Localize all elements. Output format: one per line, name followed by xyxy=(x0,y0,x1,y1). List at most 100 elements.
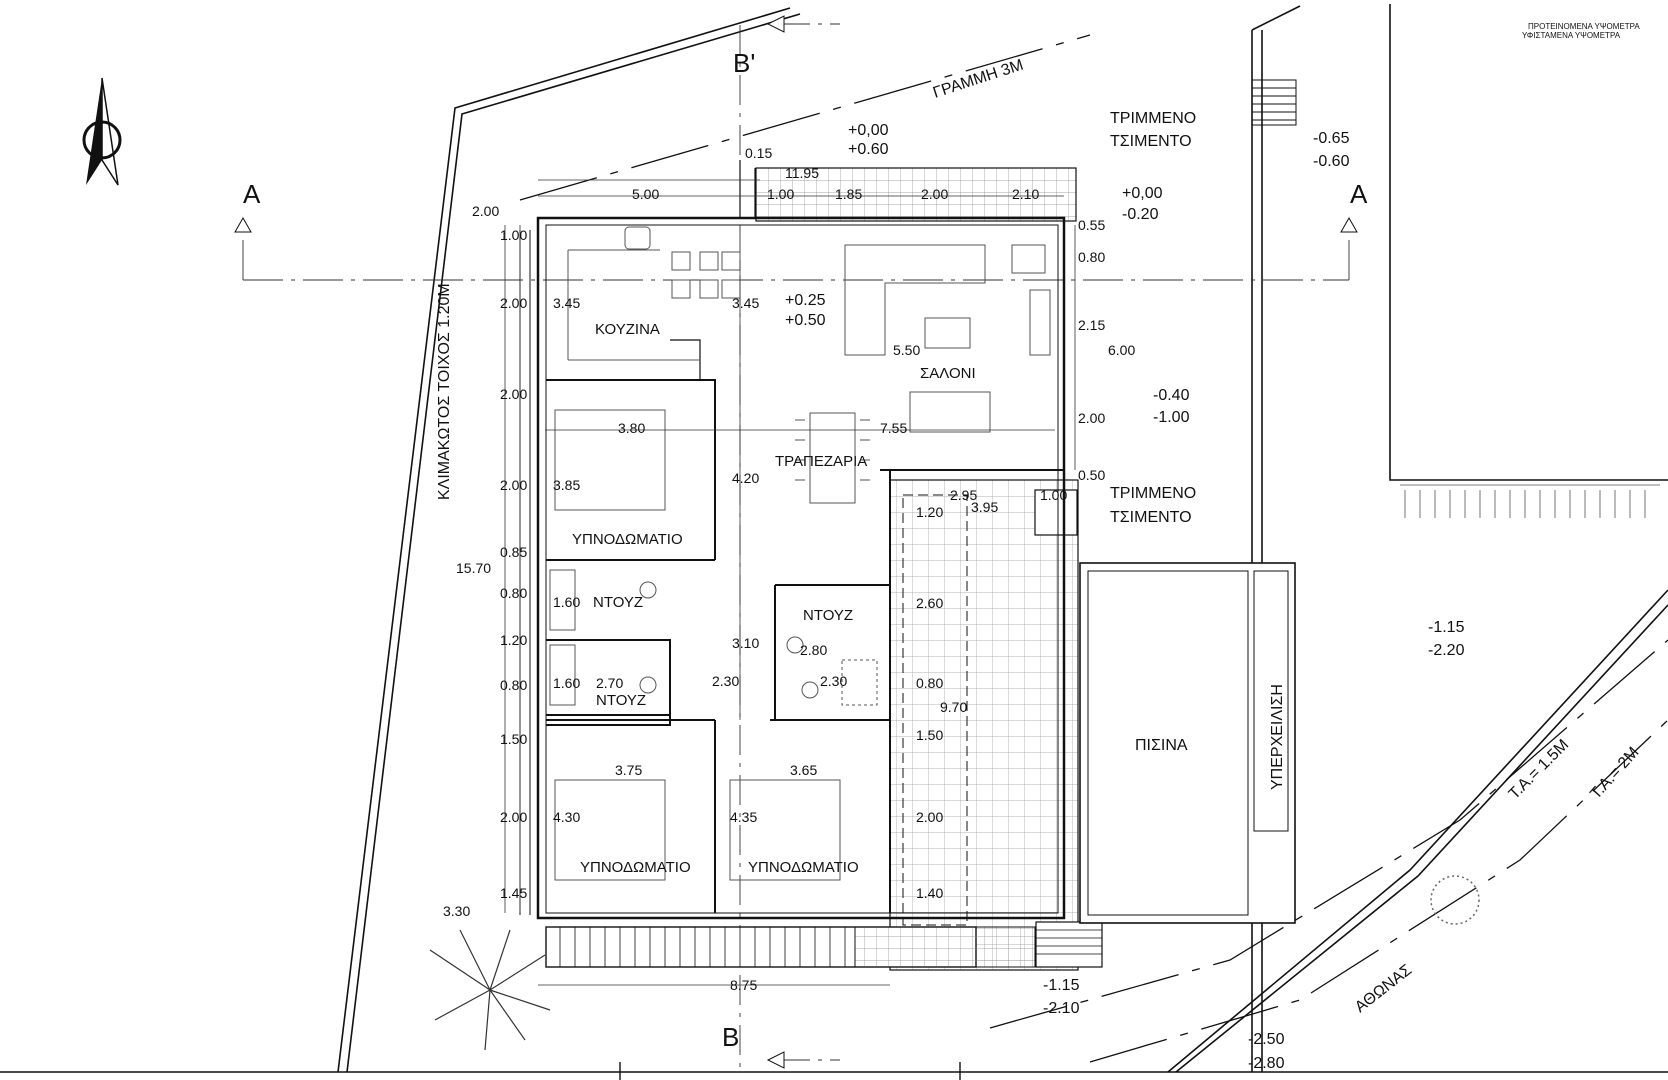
shrub-icon xyxy=(1430,875,1480,925)
elevation-legend: ΠΡΟΤΕΙΝΟΜΕΝΑ ΥΨΟΜΕΤΡΑ ΥΦΙΣΤΑΜΕΝΑ ΥΨΟΜΕΤΡ… xyxy=(1522,22,1640,40)
dim-text: 1.50 xyxy=(500,731,527,747)
setback-2-label: Τ.Α.= 2Μ xyxy=(1587,744,1642,803)
cement-mid-label-2: ΤΣΙΜΕΝΤΟ xyxy=(1110,509,1192,526)
section-line-a xyxy=(242,230,1350,281)
level-road-top: -2.50 xyxy=(1248,1031,1285,1048)
dim-text: 2.60 xyxy=(916,595,943,611)
ne-stair xyxy=(1251,79,1297,126)
dim-text: 1.00 xyxy=(500,227,527,243)
furniture xyxy=(549,226,1051,881)
legend-proposed: ΠΡΟΤΕΙΝΟΜΕΝΑ ΥΨΟΜΕΤΡΑ xyxy=(1528,22,1640,31)
dim-text: 3.80 xyxy=(618,420,645,436)
dim-text: 2.00 xyxy=(500,386,527,402)
dim-text: 2.80 xyxy=(800,642,827,658)
dim-text: 2.00 xyxy=(500,295,527,311)
dim-text: 0.15 xyxy=(745,145,772,161)
room-bedroom-2-label: ΥΠΝΟΔΩΜΑΤΙΟ xyxy=(580,859,691,876)
dim-text: 1.20 xyxy=(500,632,527,648)
level-house-top: +0.25 xyxy=(785,292,826,309)
dim-text: 1.45 xyxy=(500,885,527,901)
dim-text: 2.95 xyxy=(950,487,977,503)
dim-text: 8.75 xyxy=(730,977,757,993)
dim-text: 0.55 xyxy=(1078,217,1105,233)
dim-text: 1.00 xyxy=(767,186,794,202)
level-entrance-bottom: +0.60 xyxy=(848,141,889,158)
level-garden-bottom: -2.20 xyxy=(1428,642,1465,659)
room-bedroom-3-label: ΥΠΝΟΔΩΜΑΤΙΟ xyxy=(748,859,859,876)
level-marks: +0,00 +0.60 +0.25 +0.50 +0,00 -0.20 -0.6… xyxy=(785,122,1465,1072)
dim-text: 0.80 xyxy=(1078,249,1105,265)
se-steps-treads xyxy=(1036,929,1102,955)
level-garden-top: -1.15 xyxy=(1428,619,1465,636)
overflow-channel xyxy=(1253,570,1289,832)
dim-text: 3.65 xyxy=(790,762,817,778)
road-name-label: ΑΘΩΝΑΣ xyxy=(1352,962,1415,1017)
dim-text: 11.95 xyxy=(785,165,819,181)
south-steps-treads xyxy=(559,927,846,967)
dim-text: 1.40 xyxy=(916,885,943,901)
dim-text: 1.50 xyxy=(916,727,943,743)
level-road-bottom: -2.80 xyxy=(1248,1055,1285,1072)
dim-text: 2.00 xyxy=(916,809,943,825)
dim-text: 2.10 xyxy=(1012,186,1039,202)
dim-text: 0.50 xyxy=(1078,467,1105,483)
dim-text: 1.60 xyxy=(553,675,580,691)
pool xyxy=(1079,562,1296,924)
top-terrace xyxy=(755,167,1077,222)
section-arrow-icon xyxy=(766,15,785,33)
north-arrow-icon xyxy=(82,77,122,186)
dim-text: 3.45 xyxy=(553,295,580,311)
stepped-wall-label: ΚΛΙΜΑΚΩΤΟΣ ΤΟΙΧΟΣ 1.20Μ xyxy=(436,283,453,500)
section-marker-a-right: A xyxy=(1350,179,1368,209)
dim-text: 1.60 xyxy=(553,594,580,610)
dim-text: 4.35 xyxy=(730,809,757,825)
pergola-frame xyxy=(902,494,968,926)
overflow-label: ΥΠΕΡΧΕΙΛΙΣΗ xyxy=(1269,684,1286,790)
section-arrow-icon xyxy=(234,216,252,233)
dim-text: 0.80 xyxy=(500,585,527,601)
section-arrow-icon xyxy=(1340,216,1358,233)
line-3m-label: ΓΡΑΜΜΗ 3Μ xyxy=(931,57,1026,102)
dim-text: 2.30 xyxy=(712,673,739,689)
dim-text: 2.30 xyxy=(820,673,847,689)
cement-top-label-2: ΤΣΙΜΕΝΤΟ xyxy=(1110,133,1192,150)
section-marker-a-left: A xyxy=(243,179,261,209)
house-walls xyxy=(536,160,1066,920)
level-mid-bottom: -1.00 xyxy=(1153,409,1190,426)
dim-text: 0.85 xyxy=(500,544,527,560)
level-south-bottom: -2.10 xyxy=(1043,1000,1080,1017)
dim-text: 3.95 xyxy=(971,499,998,515)
dimension-texts: 0.15 11.95 5.00 1.00 1.85 2.00 2.10 2.00… xyxy=(443,145,1135,993)
dim-text: 3.75 xyxy=(615,762,642,778)
south-terrace-tiles xyxy=(854,926,1036,968)
dim-text: 2.00 xyxy=(472,203,499,219)
dim-text: 4.30 xyxy=(553,809,580,825)
se-steps xyxy=(1035,921,1103,968)
dim-text: 2.00 xyxy=(1078,410,1105,426)
room-shower-2-label: ΝΤΟΥΖ xyxy=(596,692,646,709)
pool-inner xyxy=(1087,570,1249,916)
section-arrow-icon xyxy=(766,1051,785,1069)
level-ne-top: -0.65 xyxy=(1313,130,1350,147)
east-steps xyxy=(1034,489,1078,536)
dim-text: 2.00 xyxy=(500,809,527,825)
dim-text: 2.70 xyxy=(596,675,623,691)
room-kitchen-label: ΚΟΥΖΙΝΑ xyxy=(595,321,660,338)
section-marker-b-prime: B' xyxy=(733,48,755,78)
dim-text: 4.20 xyxy=(732,470,759,486)
room-living-label: ΣΑΛΟΝΙ xyxy=(920,365,976,382)
level-house-bottom: +0.50 xyxy=(785,312,826,329)
dim-text: 9.70 xyxy=(940,699,967,715)
dim-text: 5.50 xyxy=(893,342,920,358)
dim-text: 5.00 xyxy=(632,186,659,202)
dim-text: 1.20 xyxy=(916,504,943,520)
level-east-bottom: -0.20 xyxy=(1122,206,1159,223)
dim-text: 2.15 xyxy=(1078,317,1105,333)
dim-text: 0.80 xyxy=(500,677,527,693)
dim-text: 3.10 xyxy=(732,635,759,651)
room-shower-1-label: ΝΤΟΥΖ xyxy=(593,594,643,611)
pool-label: ΠΙΣΙΝΑ xyxy=(1135,737,1188,754)
legend-existing: ΥΦΙΣΤΑΜΕΝΑ ΥΨΟΜΕΤΡΑ xyxy=(1522,31,1621,40)
level-ne-bottom: -0.60 xyxy=(1313,153,1350,170)
level-south-top: -1.15 xyxy=(1043,977,1080,994)
